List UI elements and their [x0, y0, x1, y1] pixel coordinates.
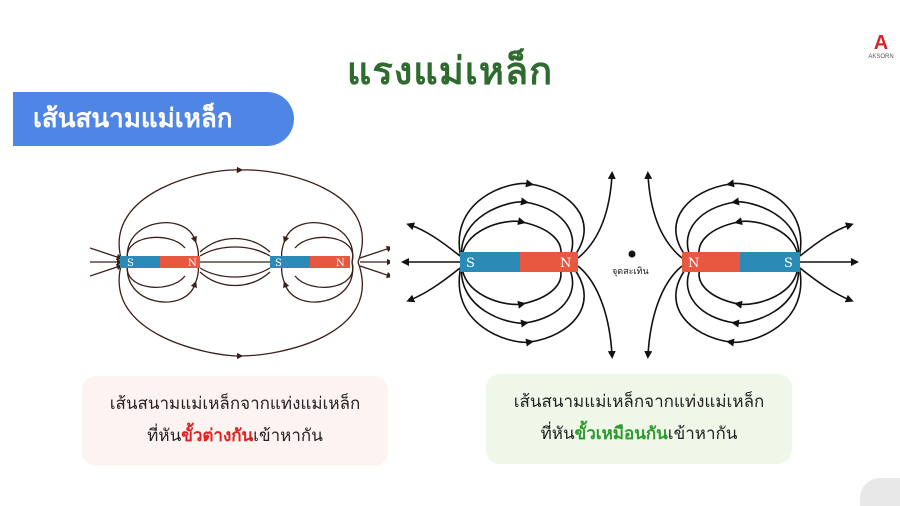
magnet-2-north [682, 252, 740, 272]
page-title: แรงแม่เหล็ก [346, 49, 554, 93]
caption-line-2: ที่หันขั้วเหมือนกันเข้าหากัน [486, 418, 792, 450]
magnet-2-south [740, 252, 800, 272]
caption-prefix: ที่หัน [147, 426, 182, 446]
page-corner-decoration [860, 478, 900, 506]
caption-like-poles: เส้นสนามแม่เหล็กจากแท่งแม่เหล็ก ที่หันขั… [486, 374, 792, 464]
magnet-2-left-label: N [688, 256, 699, 271]
magnet-2-right-label: N [336, 258, 345, 269]
magnet-1-left-label: S [127, 258, 134, 269]
caption-highlight: ขั้วเหมือนกัน [574, 424, 668, 444]
magnet-1-north [520, 252, 578, 272]
caption-suffix: เข้าหากัน [253, 426, 323, 446]
publisher-logo: A AKSORN [868, 32, 894, 64]
field-lines [90, 166, 390, 360]
caption-line-1: เส้นสนามแม่เหล็กจากแท่งแม่เหล็ก [513, 392, 765, 412]
magnet-2-left-label: S [275, 258, 282, 269]
field-lines [401, 171, 859, 359]
magnet-2-south [270, 256, 310, 268]
magnet-1-right-label: N [560, 256, 571, 271]
magnet-1-right-label: N [188, 258, 197, 269]
magnet-1-left-label: S [466, 256, 475, 271]
section-tab: เส้นสนามแม่เหล็ก [13, 92, 294, 146]
magnet-2-north [310, 256, 350, 268]
caption-line-2: ที่หันขั้วต่างกันเข้าหากัน [82, 420, 388, 452]
field-diagram-like-poles: S N N S จุดสะเทิน [401, 171, 859, 359]
logo-mark: A [873, 32, 889, 54]
magnet-1-south [120, 256, 160, 268]
caption-suffix: เข้าหากัน [667, 424, 738, 444]
magnet-1-north [160, 256, 200, 268]
logo-text: AKSORN [868, 54, 894, 60]
field-diagram-unlike-poles: S N S N [90, 166, 390, 360]
magnet-2-right-label: S [784, 256, 793, 271]
neutral-point-dot [628, 250, 636, 258]
magnet-1-south [460, 252, 520, 272]
caption-prefix: ที่หัน [540, 424, 575, 444]
caption-unlike-poles: เส้นสนามแม่เหล็กจากแท่งแม่เหล็ก ที่หันขั… [82, 376, 388, 466]
neutral-point-label: จุดสะเทิน [612, 266, 649, 277]
caption-line-1: เส้นสนามแม่เหล็กจากแท่งแม่เหล็ก [109, 394, 361, 414]
caption-highlight: ขั้วต่างกัน [181, 426, 254, 446]
